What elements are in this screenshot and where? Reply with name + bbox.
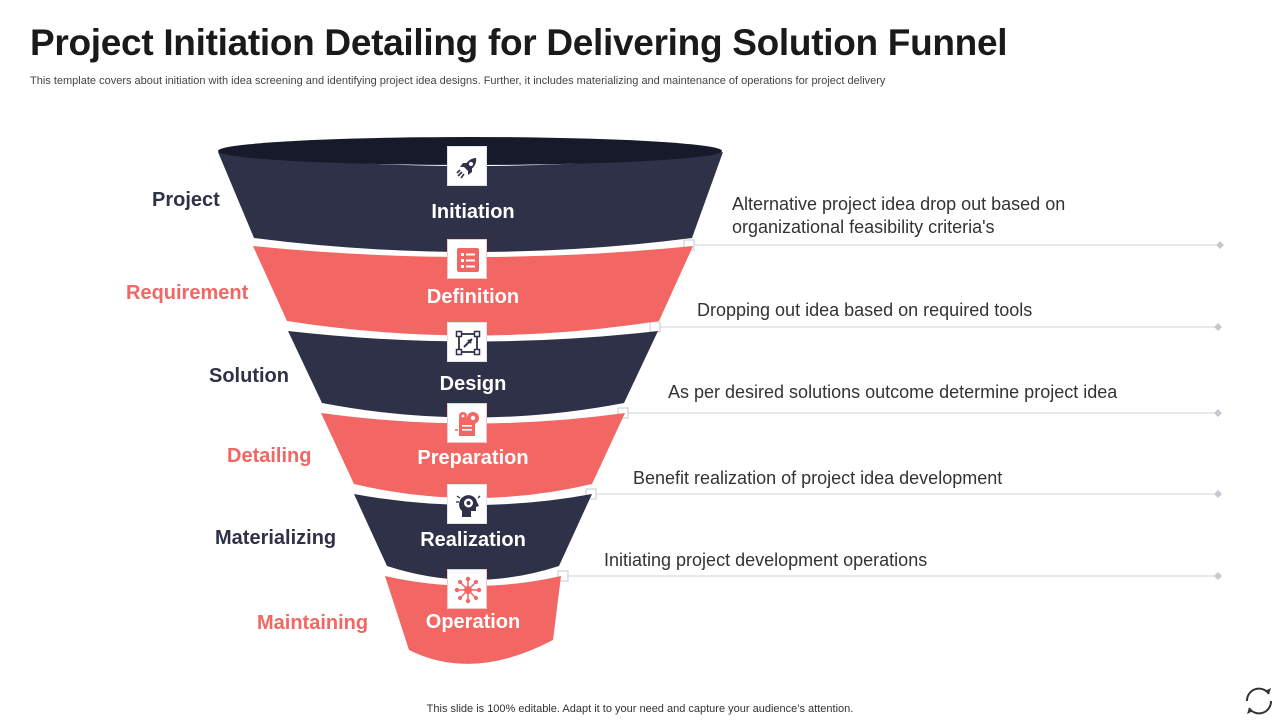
stage-label-definition: Definition [426, 286, 520, 308]
connector-line [585, 488, 1222, 500]
description-line: organizational feasibility criteria's [732, 217, 995, 237]
category-label-solution: Solution [209, 365, 289, 387]
description-line: As per desired solutions outcome determi… [668, 382, 1118, 402]
connector-line [649, 321, 1222, 333]
funnel-segment-initiation [218, 152, 723, 252]
description-line: Alternative project idea drop out based … [732, 194, 1066, 214]
description-line: Dropping out idea based on required tool… [697, 300, 1033, 320]
funnel-segment-preparation [321, 413, 625, 498]
connector-line [557, 570, 1222, 582]
settings-document-icon [447, 403, 487, 443]
network-icon [447, 569, 487, 609]
stage-description: Dropping out idea based on required tool… [697, 299, 1032, 322]
description-line: Benefit realization of project idea deve… [633, 468, 1003, 488]
refresh-icon[interactable] [1241, 684, 1277, 718]
funnel-segment-operation [385, 576, 561, 664]
funnel-segment-design [288, 331, 658, 418]
checklist-icon [447, 239, 487, 279]
connector-line [617, 407, 1222, 419]
stage-description: Benefit realization of project idea deve… [633, 467, 1002, 490]
footer-note: This slide is 100% editable. Adapt it to… [426, 703, 854, 715]
category-label-materializing: Materializing [215, 527, 337, 549]
stage-label-preparation: Preparation [417, 447, 529, 469]
stage-description: Initiating project development operation… [604, 549, 927, 572]
stage-label-operation: Operation [425, 611, 521, 633]
category-label-project: Project [152, 189, 220, 211]
design-tool-icon [447, 322, 487, 362]
rocket-icon [447, 146, 487, 186]
funnel-segment-definition [253, 246, 693, 336]
head-gear-icon [447, 484, 487, 524]
category-label-requirement: Requirement [126, 282, 249, 304]
page-title: Project Initiation Detailing for Deliver… [30, 22, 1008, 63]
stage-label-design: Design [439, 373, 507, 395]
stage-label-realization: Realization [420, 529, 526, 551]
funnel-segment-realization [354, 494, 592, 580]
category-label-detailing: Detailing [227, 445, 312, 467]
description-line: Initiating project development operation… [604, 550, 928, 570]
category-label-maintaining: Maintaining [257, 612, 369, 634]
page-subtitle: This template covers about initiation wi… [30, 75, 886, 87]
stage-description: As per desired solutions outcome determi… [668, 381, 1117, 404]
connector-line [683, 239, 1224, 251]
stage-description: Alternative project idea drop out based … [732, 193, 1065, 239]
stage-label-initiation: Initiation [431, 201, 515, 223]
